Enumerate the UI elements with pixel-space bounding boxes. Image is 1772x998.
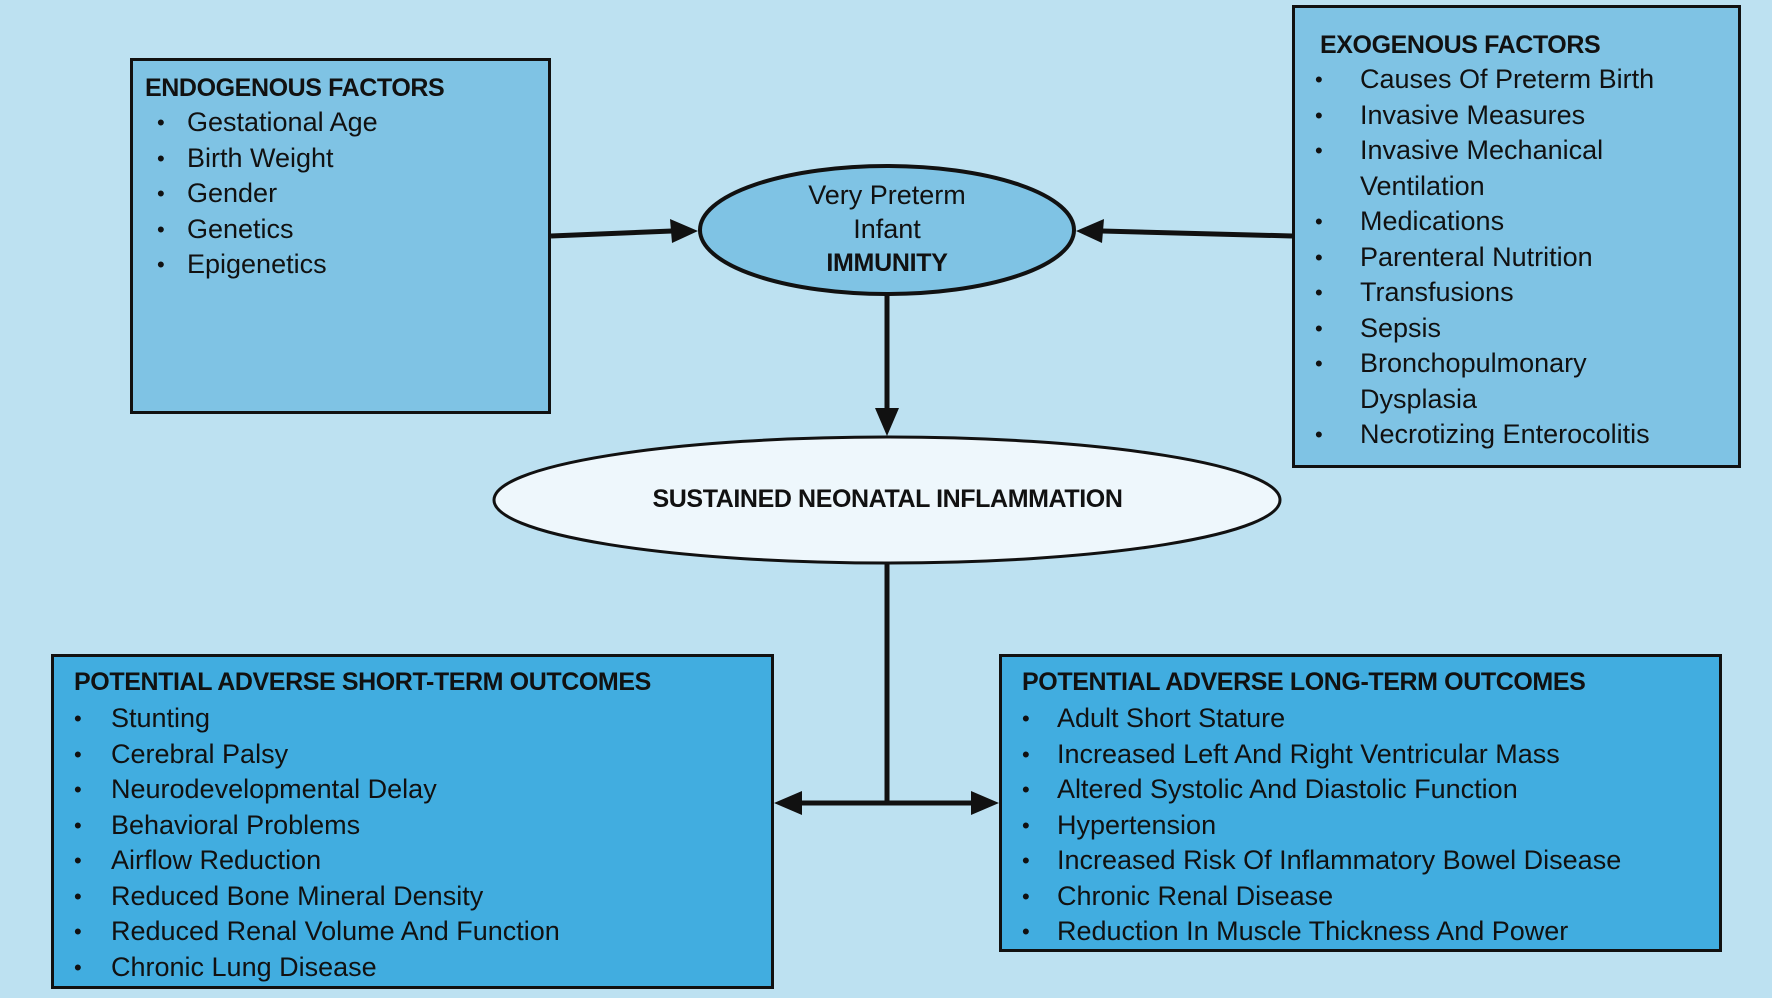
inflammation-label: SUSTAINED NEONATAL INFLAMMATION (652, 485, 1123, 513)
list-item: •Medications (1315, 204, 1690, 240)
list-item: •Adult Short Stature (1022, 701, 1719, 737)
bullet-icon: • (1022, 848, 1030, 873)
list-item: •Airflow Reduction (74, 843, 771, 879)
bullet-icon: • (74, 706, 82, 731)
list-item: •Sepsis (1315, 311, 1690, 347)
immunity-line-1: Very Preterm (808, 180, 966, 210)
bullet-icon: • (157, 110, 165, 135)
bullet-icon: • (1315, 138, 1323, 163)
list-item: •Invasive Mechanical Ventilation (1315, 135, 1604, 201)
list-item: •Epigenetics (145, 247, 548, 283)
bullet-icon: • (1315, 244, 1323, 270)
bullet-icon: • (74, 883, 82, 909)
bullet-icon: • (1315, 351, 1323, 376)
list-item: •Reduced Renal Volume And Function (74, 914, 771, 950)
list-item: •Neurodevelopmental Delay (74, 772, 771, 808)
list-item: •Necrotizing Enterocolitis (1315, 417, 1690, 453)
list-item: •Gestational Age (145, 105, 548, 141)
bullet-icon: • (1315, 102, 1323, 128)
endogenous-list: •Gestational Age •Birth Weight •Gender •… (145, 105, 548, 283)
bullet-icon: • (74, 919, 82, 944)
list-item: •Increased Left And Right Ventricular Ma… (1022, 737, 1719, 773)
list-item: •Altered Systolic And Diastolic Function (1022, 772, 1719, 808)
short-term-outcomes-box: POTENTIAL ADVERSE SHORT-TERM OUTCOMES •S… (51, 654, 774, 989)
list-item: •Increased Risk Of Inflammatory Bowel Di… (1022, 843, 1719, 879)
short-term-title: POTENTIAL ADVERSE SHORT-TERM OUTCOMES (74, 668, 651, 696)
bullet-icon: • (1022, 883, 1030, 909)
bullet-icon: • (1022, 741, 1030, 767)
bullet-icon: • (1022, 812, 1030, 838)
immunity-line-2: Infant (853, 214, 921, 244)
bullet-icon: • (157, 216, 165, 242)
list-item: •Parenteral Nutrition (1315, 240, 1690, 276)
endogenous-title: ENDOGENOUS FACTORS (145, 74, 445, 102)
immunity-label: Very Preterm Infant IMMUNITY (700, 178, 1074, 280)
bullet-icon: • (1022, 919, 1030, 944)
bullet-icon: • (1022, 706, 1030, 731)
bullet-icon: • (74, 812, 82, 838)
list-item: •Chronic Renal Disease (1022, 879, 1719, 915)
bullet-icon: • (1315, 67, 1323, 92)
list-item: •Causes Of Preterm Birth (1315, 62, 1690, 98)
bullet-icon: • (1315, 422, 1323, 447)
long-term-list: •Adult Short Stature •Increased Left And… (1022, 701, 1719, 950)
exogenous-factors-box: EXOGENOUS FACTORS •Causes Of Preterm Bir… (1292, 5, 1741, 468)
list-item: •Chronic Lung Disease (74, 950, 771, 986)
list-item: •Invasive Measures (1315, 98, 1690, 134)
list-item: •Gender (145, 176, 548, 212)
bullet-icon: • (1315, 315, 1323, 341)
list-item: •Bronchopulmonary Dysplasia (1315, 348, 1587, 414)
bullet-icon: • (74, 848, 82, 873)
bullet-icon: • (1315, 280, 1323, 305)
long-term-outcomes-box: POTENTIAL ADVERSE LONG-TERM OUTCOMES •Ad… (999, 654, 1722, 952)
list-item: •Behavioral Problems (74, 808, 771, 844)
immunity-line-3: IMMUNITY (826, 249, 948, 277)
bullet-icon: • (157, 252, 165, 277)
list-item: •Reduced Bone Mineral Density (74, 879, 771, 915)
exogenous-title: EXOGENOUS FACTORS (1320, 31, 1601, 59)
bullet-icon: • (157, 181, 165, 206)
list-item: •Birth Weight (145, 141, 548, 177)
long-term-title: POTENTIAL ADVERSE LONG-TERM OUTCOMES (1022, 668, 1586, 696)
list-item: •Stunting (74, 701, 771, 737)
list-item: •Reduction In Muscle Thickness And Power (1022, 914, 1719, 950)
bullet-icon: • (74, 777, 82, 802)
list-item: •Genetics (145, 212, 548, 248)
bullet-icon: • (1315, 209, 1323, 234)
list-item: •Cerebral Palsy (74, 737, 771, 773)
exogenous-list: •Causes Of Preterm Birth •Invasive Measu… (1315, 62, 1738, 453)
endogenous-factors-box: ENDOGENOUS FACTORS •Gestational Age •Bir… (130, 58, 551, 414)
immunity-ellipse (698, 164, 1076, 296)
bullet-icon: • (74, 741, 82, 767)
list-item: •Hypertension (1022, 808, 1719, 844)
bullet-icon: • (74, 954, 82, 980)
bullet-icon: • (157, 145, 165, 171)
short-term-list: •Stunting •Cerebral Palsy •Neurodevelopm… (74, 701, 771, 985)
list-item: •Transfusions (1315, 275, 1690, 311)
inflammation-ellipse (492, 435, 1282, 565)
bullet-icon: • (1022, 777, 1030, 802)
